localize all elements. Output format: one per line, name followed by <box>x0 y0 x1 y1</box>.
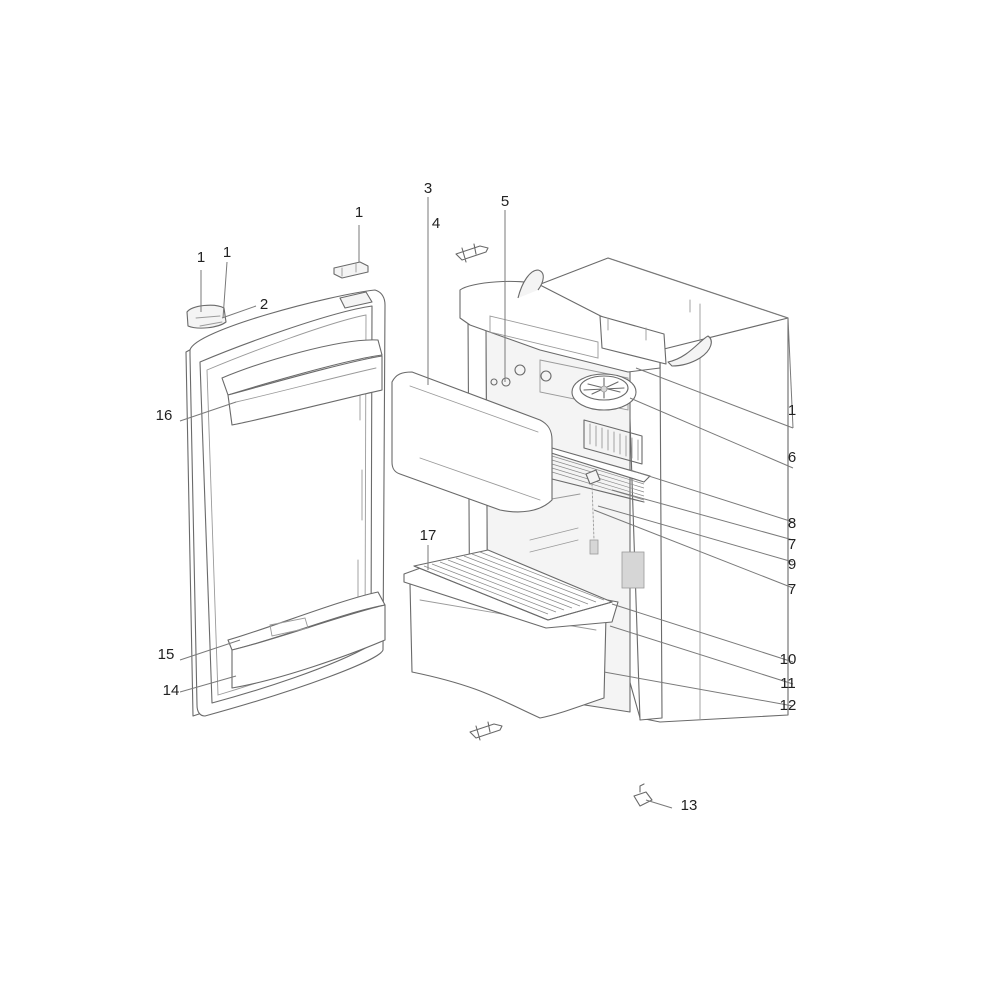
cabinet-top-edge <box>659 317 789 351</box>
cabinet-side-line <box>689 299 701 721</box>
leader-11 <box>609 625 794 685</box>
leader-1-door-b <box>222 261 228 319</box>
thermostat-housing <box>599 315 667 365</box>
interior-port-a <box>514 364 526 376</box>
callout-1-hinge-top: 1 <box>355 204 363 221</box>
callout-3: 3 <box>424 180 432 197</box>
callout-7-a: 7 <box>788 536 796 553</box>
callout-5: 5 <box>501 193 509 210</box>
freezer-flap <box>391 371 553 513</box>
freezer-flap-details <box>409 385 541 501</box>
callout-4: 4 <box>432 215 440 232</box>
upper-shelf-front <box>547 477 645 503</box>
callout-1-door-a: 1 <box>197 249 205 266</box>
callout-6: 6 <box>788 449 796 466</box>
callout-7-b: 7 <box>788 581 796 598</box>
sensor-bulb <box>589 539 599 555</box>
door-assembly <box>185 289 386 717</box>
clip-bottom <box>469 721 503 741</box>
leader-7-a <box>611 489 794 541</box>
leader-16 <box>179 401 237 422</box>
leader-7-b <box>593 509 794 589</box>
part-13-latch <box>633 783 653 807</box>
leader-10 <box>611 603 794 663</box>
door-hinge-block <box>186 304 227 329</box>
top-hinge-pin-detail <box>341 263 357 277</box>
leader-6 <box>629 397 794 469</box>
top-frame-slot <box>489 315 599 359</box>
evaporator-outline <box>583 419 643 465</box>
callout-12: 12 <box>780 697 797 714</box>
bottom-shelf-front <box>413 565 613 621</box>
callout-1-door-b: 1 <box>223 244 231 261</box>
callout-17: 17 <box>420 527 437 544</box>
interior-port-b <box>540 370 552 382</box>
interior-screw-b <box>501 377 511 387</box>
leader-1-right <box>635 367 794 429</box>
door-hinge-detail <box>195 315 223 327</box>
callout-15: 15 <box>158 646 175 663</box>
top-handle-right <box>667 335 712 367</box>
door-shelf-top-front <box>227 355 383 426</box>
callout-13: 13 <box>681 797 698 814</box>
door-shelf-top-rim <box>235 367 377 403</box>
callout-labels: 1 1 1 2 3 4 5 16 1 6 8 7 9 7 17 15 14 10… <box>156 180 797 814</box>
door-shelf-bottom-front <box>231 604 386 689</box>
fan-hub <box>600 385 608 393</box>
leader-lines <box>179 197 794 809</box>
bottom-shelf-grid <box>423 551 605 615</box>
callout-10: 10 <box>780 651 797 668</box>
top-hinge-pin <box>333 261 369 279</box>
callout-8: 8 <box>788 515 796 532</box>
callout-16: 16 <box>156 407 173 424</box>
top-handle-left <box>517 269 544 299</box>
leader-2 <box>221 305 257 319</box>
leader-right-frame <box>787 317 794 429</box>
callout-9: 9 <box>788 556 796 573</box>
leader-13 <box>645 799 673 809</box>
clip-top <box>455 243 489 263</box>
sensor-clip <box>585 469 601 485</box>
callout-1-right: 1 <box>788 402 796 419</box>
leader-9 <box>597 505 794 563</box>
evaporator-frame <box>539 359 629 411</box>
rating-plate <box>621 551 645 589</box>
fan-ring <box>579 375 629 401</box>
leader-12 <box>603 671 794 707</box>
evaporator-fins <box>589 423 639 461</box>
leader-cabinet-top <box>607 257 789 319</box>
door-shelf-bottom-divider <box>269 617 309 637</box>
callout-2: 2 <box>260 296 268 313</box>
callout-11: 11 <box>780 675 796 692</box>
sensor-wire <box>591 483 595 541</box>
thermostat-housing-marks <box>607 317 647 341</box>
door-top-trim <box>339 291 373 309</box>
door-shelf-top <box>221 339 383 396</box>
leader-14 <box>179 675 237 693</box>
callout-14: 14 <box>163 682 180 699</box>
interior-screw-a <box>490 378 498 386</box>
leader-15 <box>179 639 241 661</box>
leader-8 <box>629 469 794 523</box>
